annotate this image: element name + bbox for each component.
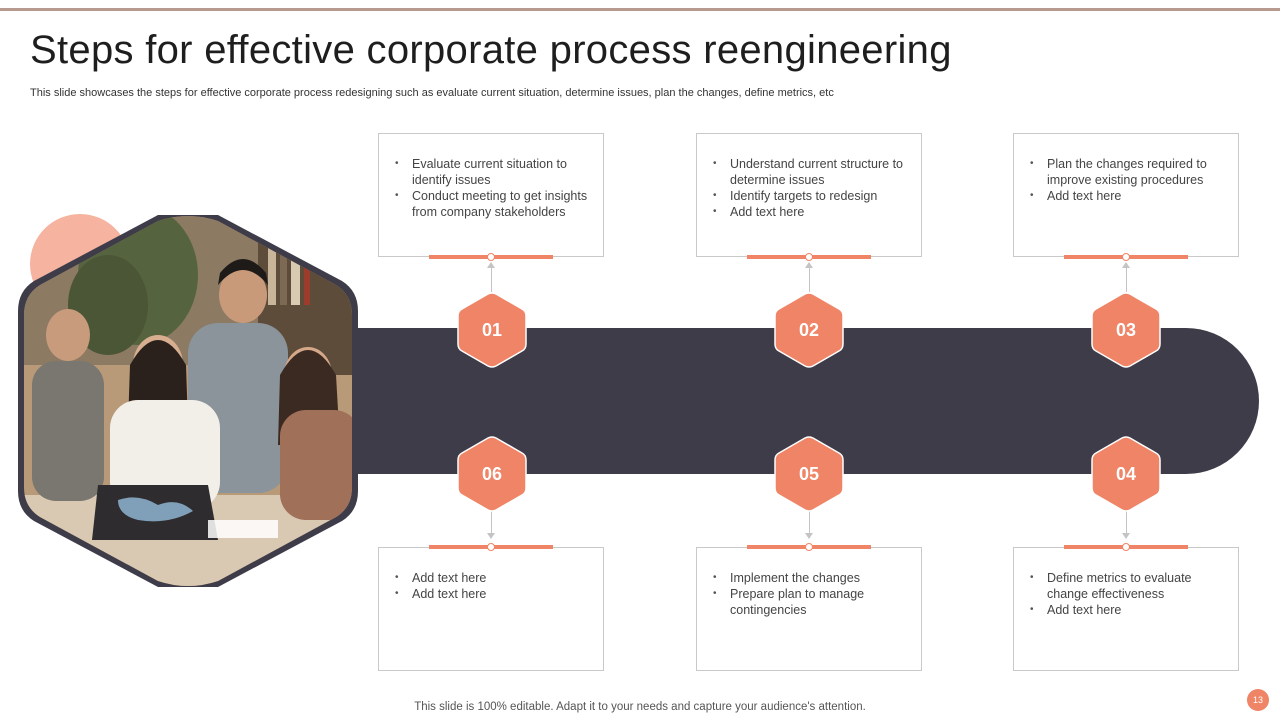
step-04-bullets: Define metrics to evaluate change effect… (1030, 570, 1226, 618)
bullet-item: Add text here (713, 204, 909, 220)
bullet-item: Understand current structure to determin… (713, 156, 909, 188)
step-06-connector-line (491, 511, 492, 536)
step-02-bullets: Understand current structure to determin… (713, 156, 909, 220)
step-05-arrow-icon (805, 533, 813, 539)
slide-title: Steps for effective corporate process re… (30, 28, 952, 72)
step-01-bullets: Evaluate current situation to identify i… (395, 156, 591, 220)
bullet-item: Evaluate current situation to identify i… (395, 156, 591, 188)
step-06-arrow-icon (487, 533, 495, 539)
step-02-hexagon: 02 (774, 292, 844, 368)
step-02-connector-dot (805, 253, 813, 261)
bullet-item: Identify targets to redesign (713, 188, 909, 204)
step-01-number: 01 (481, 319, 503, 340)
bullet-item: Add text here (395, 586, 591, 602)
step-04-hexagon: 04 (1091, 436, 1161, 512)
bullet-item: Plan the changes required to improve exi… (1030, 156, 1226, 188)
step-04-connector-line (1126, 511, 1127, 536)
step-02-number: 02 (798, 319, 820, 340)
bullet-item: Conduct meeting to get insights from com… (395, 188, 591, 220)
step-03-bullets: Plan the changes required to improve exi… (1030, 156, 1226, 204)
step-03-arrow-icon (1122, 262, 1130, 268)
step-01-connector-line (491, 266, 492, 292)
step-06-number: 06 (481, 463, 503, 484)
step-01-card: Evaluate current situation to identify i… (378, 133, 604, 257)
step-04-connector-dot (1122, 543, 1130, 551)
step-04-number: 04 (1115, 463, 1137, 484)
page-number-badge: 13 (1247, 689, 1269, 711)
step-03-connector-line (1126, 266, 1127, 292)
top-rule (0, 8, 1280, 11)
bullet-item: Prepare plan to manage contingencies (713, 586, 909, 618)
step-06-hexagon: 06 (457, 436, 527, 512)
step-01-hexagon: 01 (457, 292, 527, 368)
step-02-card: Understand current structure to determin… (696, 133, 922, 257)
bullet-item: Add text here (395, 570, 591, 586)
step-06-card: Add text here Add text here (378, 547, 604, 671)
step-01-arrow-icon (487, 262, 495, 268)
step-02-arrow-icon (805, 262, 813, 268)
step-05-hexagon: 05 (774, 436, 844, 512)
bullet-item: Implement the changes (713, 570, 909, 586)
footer-note: This slide is 100% editable. Adapt it to… (414, 701, 866, 713)
step-03-card: Plan the changes required to improve exi… (1013, 133, 1239, 257)
bullet-item: Add text here (1030, 188, 1226, 204)
bullet-item: Define metrics to evaluate change effect… (1030, 570, 1226, 602)
step-05-connector-line (809, 511, 810, 536)
step-04-card: Define metrics to evaluate change effect… (1013, 547, 1239, 671)
step-05-bullets: Implement the changes Prepare plan to ma… (713, 570, 909, 618)
step-06-connector-dot (487, 543, 495, 551)
team-meeting-photo (18, 215, 358, 587)
step-05-connector-dot (805, 543, 813, 551)
step-05-number: 05 (798, 463, 820, 484)
step-04-arrow-icon (1122, 533, 1130, 539)
step-03-hexagon: 03 (1091, 292, 1161, 368)
slide-subtitle: This slide showcases the steps for effec… (30, 87, 834, 99)
process-band (300, 328, 1186, 474)
step-05-card: Implement the changes Prepare plan to ma… (696, 547, 922, 671)
step-06-bullets: Add text here Add text here (395, 570, 591, 602)
step-03-connector-dot (1122, 253, 1130, 261)
step-02-connector-line (809, 266, 810, 292)
bullet-item: Add text here (1030, 602, 1226, 618)
step-01-connector-dot (487, 253, 495, 261)
step-03-number: 03 (1115, 319, 1137, 340)
